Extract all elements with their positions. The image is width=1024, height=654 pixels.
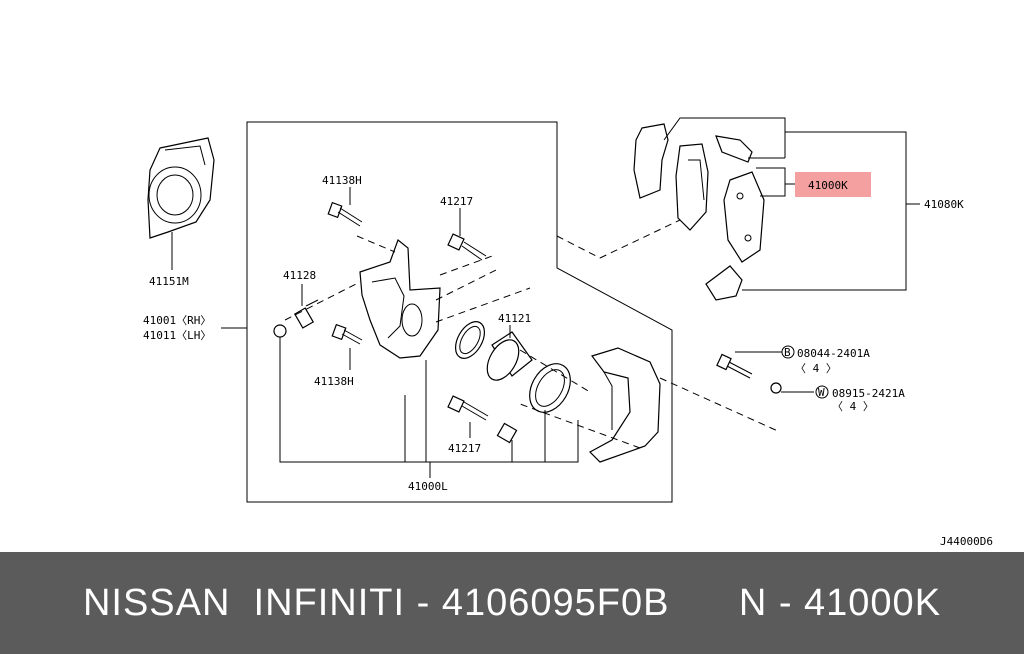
label-41000K: 41000K bbox=[808, 179, 848, 192]
label-41217-bottom: 41217 bbox=[448, 442, 481, 455]
label-41121: 41121 bbox=[498, 312, 531, 325]
marker-W: W bbox=[818, 386, 825, 399]
label-bolt-qty: 〈 4 〉 bbox=[795, 362, 837, 375]
caption-bar: NISSAN INFINITI - 4106095F0B N - 41000K bbox=[0, 552, 1024, 654]
caliper-body-drawing bbox=[284, 235, 531, 359]
caption-text: NISSAN INFINITI - 4106095F0B N - 41000K bbox=[82, 581, 942, 624]
label-41080K: 41080K bbox=[924, 198, 964, 211]
bleeder-cap-drawing bbox=[273, 324, 287, 338]
pin-41217-bottom-drawing bbox=[447, 395, 518, 444]
label-washer-code: 08915-2421A bbox=[832, 387, 905, 400]
label-41151M: 41151M bbox=[149, 275, 189, 288]
torque-member-drawing bbox=[519, 347, 781, 463]
piston-set-drawing bbox=[454, 321, 591, 413]
bleeder-41128-drawing bbox=[293, 284, 319, 329]
label-41001: 41001〈RH〉 bbox=[143, 314, 211, 327]
bolt-and-washer-drawing bbox=[716, 345, 829, 399]
label-washer-qty: 〈 4 〉 bbox=[832, 400, 874, 413]
marker-B: B bbox=[784, 346, 791, 359]
pad-kit-drawing bbox=[633, 117, 920, 301]
drawing-code: J44000D6 bbox=[940, 535, 993, 548]
caliper-assembly-frame bbox=[246, 121, 673, 503]
label-41128: 41128 bbox=[283, 269, 316, 282]
label-bolt-code: 08044-2401A bbox=[797, 347, 870, 360]
dust-shield-drawing bbox=[147, 137, 215, 270]
label-41011: 41011〈LH〉 bbox=[143, 329, 211, 342]
label-41138H-bottom: 41138H bbox=[314, 375, 354, 388]
bolt-41138H-top-drawing bbox=[327, 187, 363, 227]
bolt-41138H-bottom-drawing bbox=[331, 323, 363, 370]
pin-41217-top-drawing bbox=[447, 208, 487, 261]
assembly-leader-lines bbox=[221, 219, 681, 478]
label-41000L: 41000L bbox=[408, 480, 448, 493]
parts-diagram: 41151M 41138H 41217 41128 bbox=[143, 117, 993, 548]
highlight-41000K bbox=[795, 172, 871, 197]
label-41217-top: 41217 bbox=[440, 195, 473, 208]
label-41138H-top: 41138H bbox=[322, 174, 362, 187]
